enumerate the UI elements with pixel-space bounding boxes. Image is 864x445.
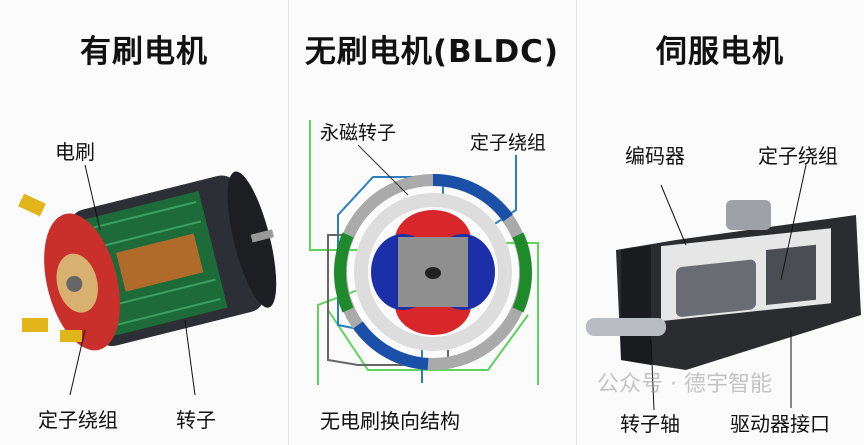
label-stator-winding: 定子绕组 [38, 408, 118, 432]
label-stator-winding: 定子绕组 [758, 144, 838, 168]
label-rotor: 转子 [176, 408, 216, 432]
label-driver-interface: 驱动器接口 [730, 412, 830, 436]
divider [288, 0, 289, 445]
panel-title: 无刷电机(BLDC) [304, 34, 560, 70]
bldc-diagram [309, 120, 539, 385]
label-rotor-shaft: 转子轴 [620, 412, 680, 436]
panel-title: 伺服电机 [656, 34, 784, 70]
label-encoder: 编码器 [625, 144, 685, 168]
panel-brushed-motor: 有刷电机 电刷 定子绕组 转子 [0, 0, 288, 445]
divider [576, 0, 577, 445]
label-permanent-magnet-rotor: 永磁转子 [320, 122, 397, 144]
brushed-motor-illustration [18, 164, 277, 396]
panel-servo-motor: 伺服电机 编码器 定子绕组 转子轴 驱动器接口 [576, 0, 864, 445]
label-brush: 电刷 [55, 140, 95, 164]
panel-title: 有刷电机 [80, 34, 208, 70]
servo-motor-illustration [586, 164, 861, 411]
panel-bldc-motor: 无刷电机(BLDC) 永磁转子 定子绕组 无电刷换向结构 [288, 0, 576, 445]
label-stator-winding: 定子绕组 [470, 132, 547, 154]
watermark: 公众号 · 德宇智能 [597, 372, 772, 397]
label-brushless-commutation: 无电刷换向结构 [320, 409, 460, 433]
